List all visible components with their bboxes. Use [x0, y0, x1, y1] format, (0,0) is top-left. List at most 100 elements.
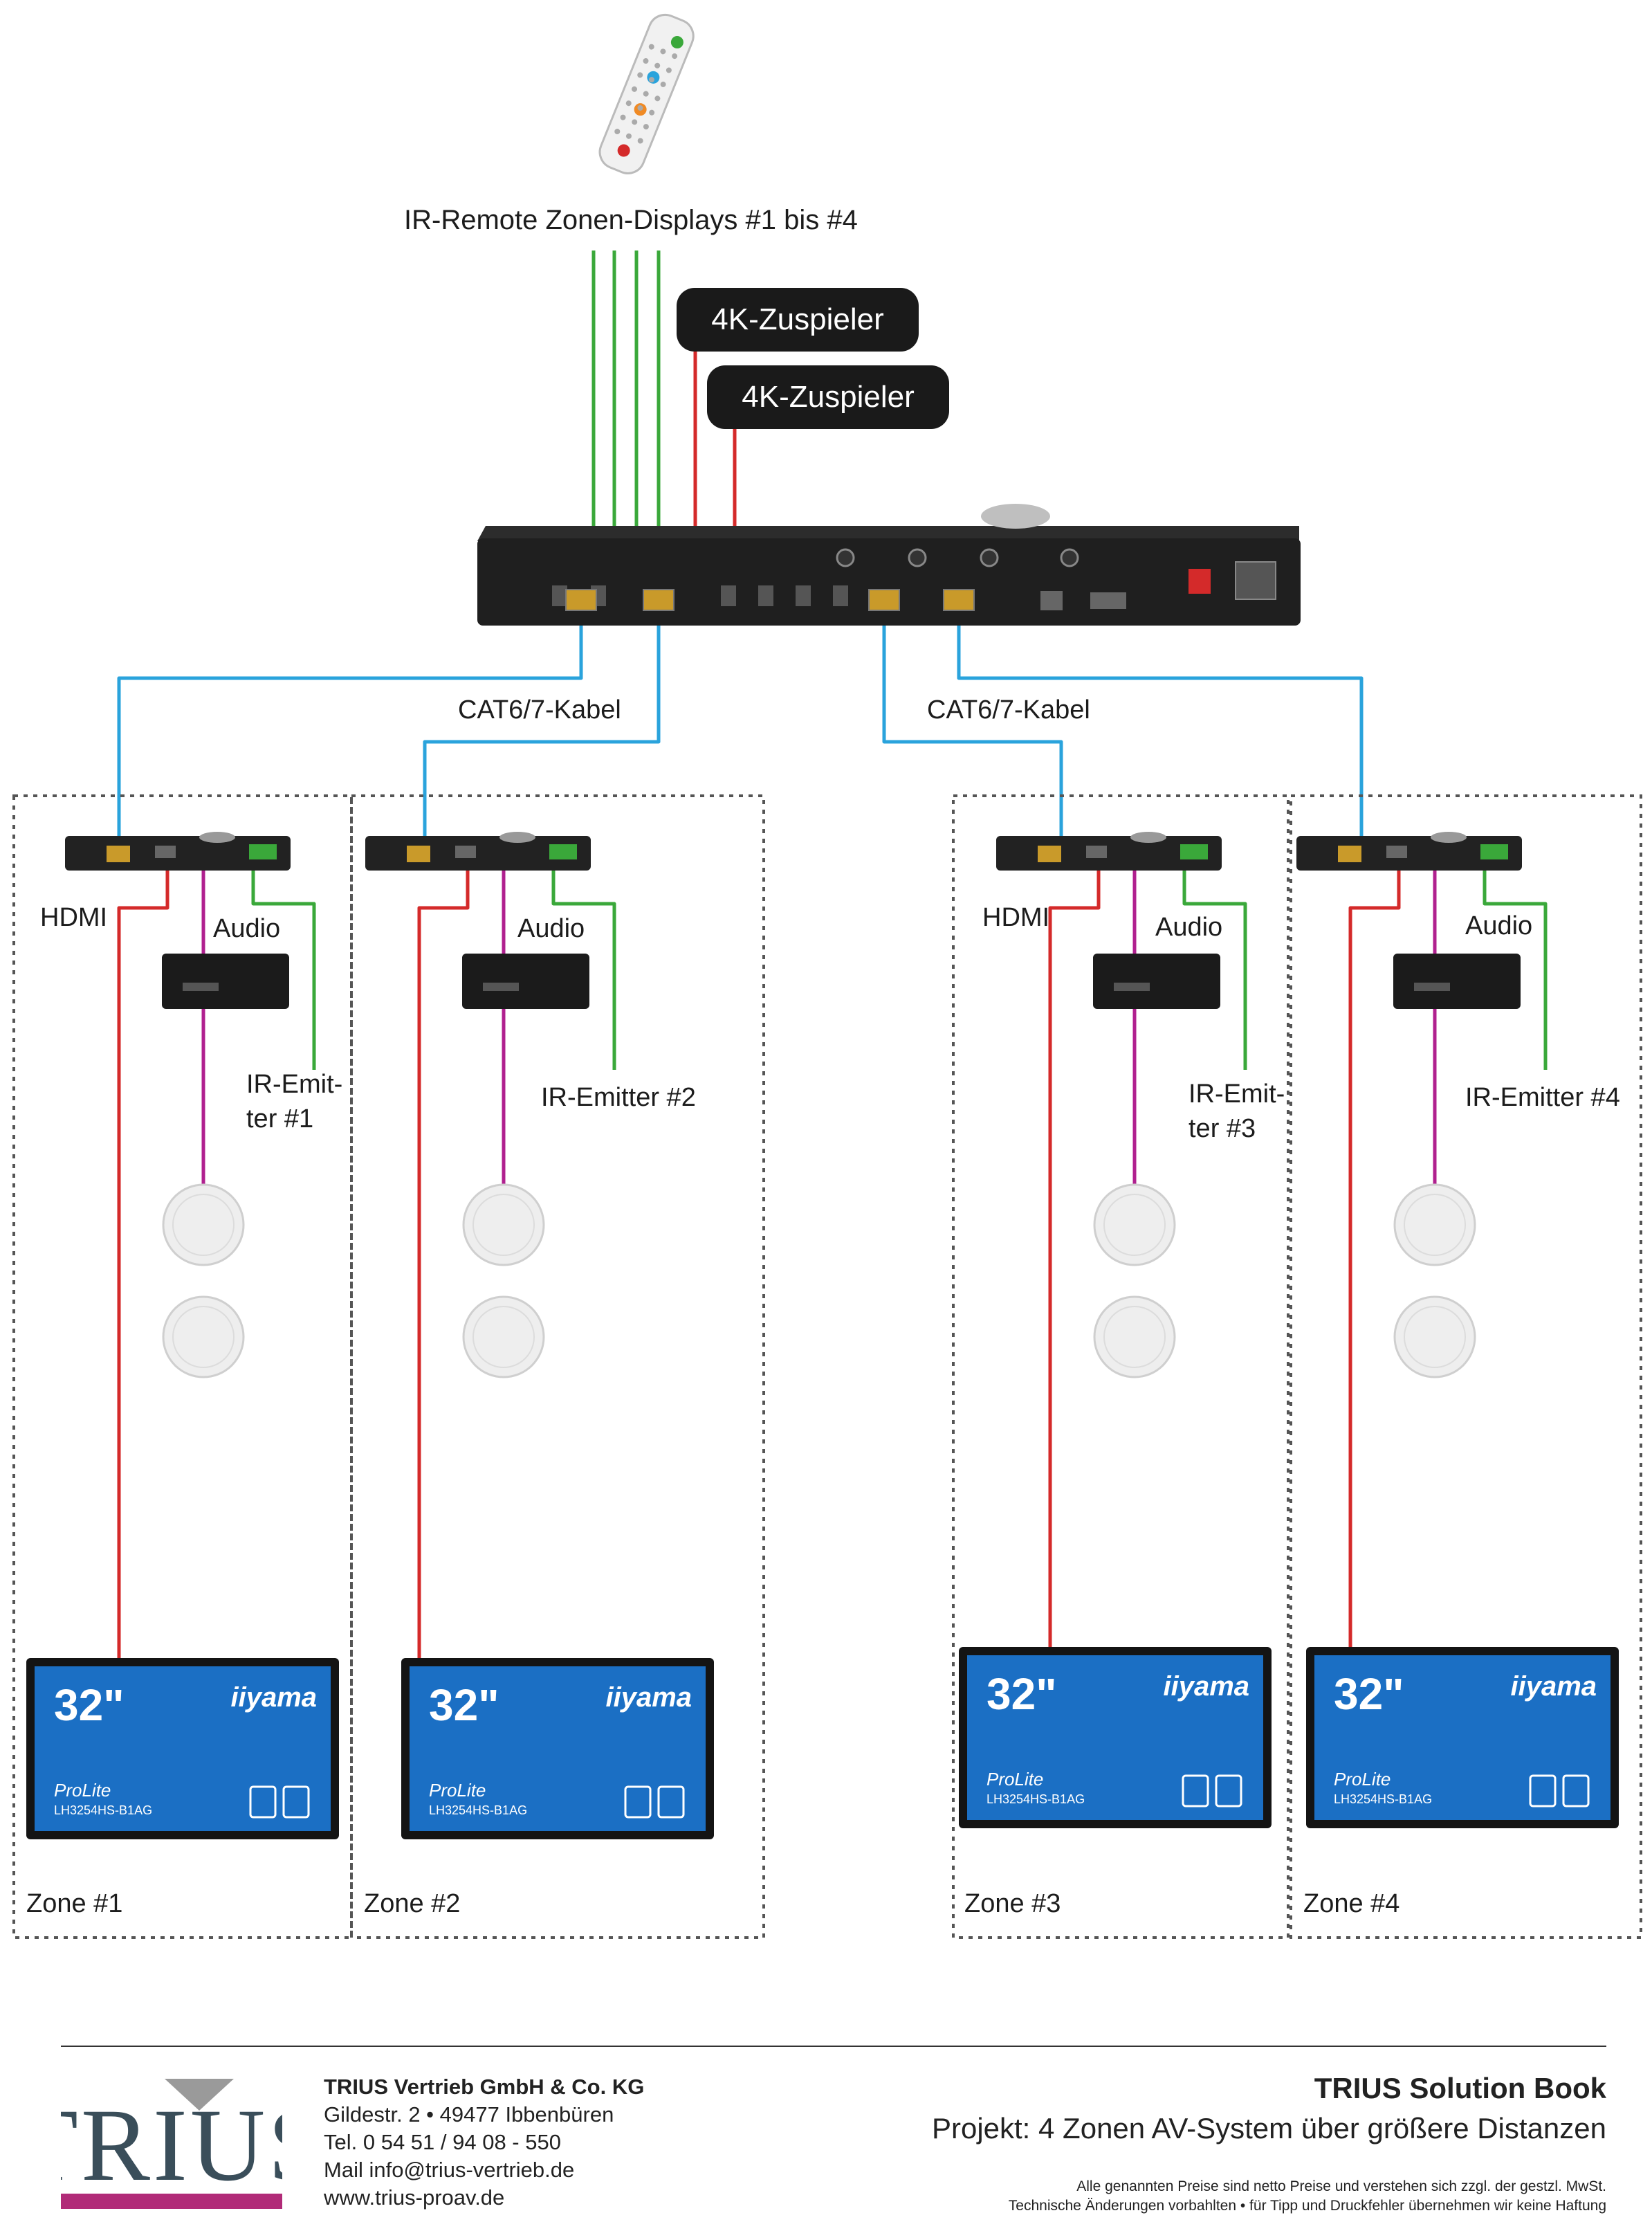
hdmi-line-zone-2 — [417, 866, 470, 1665]
remote-button-1 — [670, 36, 683, 49]
remote-key — [643, 124, 649, 130]
receiver-ir-port-icon — [549, 844, 577, 859]
remote-key — [625, 133, 632, 139]
hdmi-line-zone-4 — [1348, 866, 1401, 1654]
display-code-text: LH3254HS-B1AG — [1334, 1792, 1432, 1806]
coax-port-icon — [836, 548, 855, 567]
zone-3-audio-label: Audio — [1155, 913, 1223, 942]
amplifier-panel-icon — [1414, 983, 1450, 991]
speaker-grille — [172, 1306, 235, 1368]
matrix-top — [477, 526, 1299, 541]
zone-1-hdmi-label: HDMI — [40, 903, 108, 932]
cable-label-right: CAT6/7-Kabel — [927, 695, 1090, 725]
display-brand-text: iiyama — [1510, 1671, 1597, 1702]
zone-frame-3 — [952, 794, 1290, 1939]
display-brand-text: iiyama — [230, 1682, 317, 1713]
speaker-zone-3-2 — [1093, 1295, 1176, 1378]
display-code-text: LH3254HS-B1AG — [986, 1792, 1085, 1806]
display-code-text: LH3254HS-B1AG — [54, 1803, 152, 1817]
touch-badge-icon — [1562, 1774, 1590, 1807]
coax-port-icon — [980, 548, 999, 567]
company-address: Gildestr. 2 • 49477 Ibbenbüren — [324, 2102, 614, 2127]
remote-key — [672, 53, 678, 60]
hdmi-port-icon — [796, 585, 811, 606]
company-block: TRIUS Vertrieb GmbH & Co. KG Gildestr. 2… — [324, 2073, 644, 2212]
display-code-text: LH3254HS-B1AG — [429, 1803, 527, 1817]
display-size-text: 32" — [1334, 1669, 1404, 1719]
display-screen — [1314, 1655, 1610, 1820]
remote-key — [648, 77, 654, 83]
rs232-port-icon — [1090, 592, 1126, 609]
speaker-zone-4-1 — [1393, 1183, 1476, 1266]
zone-4-label: Zone #4 — [1303, 1889, 1400, 1918]
speaker-grille — [1404, 1194, 1466, 1256]
power-switch-icon — [1188, 569, 1211, 594]
matrix-switch — [477, 538, 1301, 626]
company-name: TRIUS Vertrieb GmbH & Co. KG — [324, 2075, 645, 2099]
amplifier-panel-icon — [483, 983, 519, 991]
speaker-grille — [472, 1306, 535, 1368]
fullhd-badge-icon — [1182, 1774, 1209, 1807]
fullhd-badge-icon — [624, 1785, 652, 1819]
display-screen — [410, 1666, 706, 1831]
remote-key — [625, 100, 632, 107]
source-1-badge: 4K-Zuspieler — [677, 288, 919, 352]
display-brand-text: iiyama — [1163, 1671, 1249, 1702]
wires — [117, 251, 1548, 1665]
amplifier-zone-1 — [162, 954, 289, 1009]
zone-3-label: Zone #3 — [964, 1889, 1061, 1918]
speaker-zone-2-1 — [462, 1183, 545, 1266]
receiver-rj45-icon — [1338, 846, 1361, 862]
receiver-hdmi-icon — [1386, 846, 1407, 858]
speaker-grille — [1103, 1194, 1166, 1256]
ir-line-zone-2 — [551, 866, 616, 1070]
book-title: TRIUS Solution Book — [1314, 2072, 1606, 2104]
amplifier-zone-2 — [462, 954, 589, 1009]
amplifier-zone-4 — [1393, 954, 1521, 1009]
receiver-logo — [499, 832, 535, 843]
touch-badge-icon — [1215, 1774, 1242, 1807]
coax-port-icon — [908, 548, 927, 567]
remote-key — [643, 91, 649, 97]
remote-key — [654, 95, 661, 102]
receiver-hdmi-icon — [455, 846, 476, 858]
speaker-zone-4-2 — [1393, 1295, 1476, 1378]
receiver-hdmi-icon — [155, 846, 176, 858]
display-model-text: ProLite — [429, 1780, 486, 1801]
logo-text: TRIUS — [61, 2088, 282, 2203]
source-2-badge: 4K-Zuspieler — [707, 365, 949, 429]
receiver-logo — [199, 832, 235, 843]
company-mail[interactable]: Mail info@trius-vertrieb.de — [324, 2158, 575, 2182]
display-model-text: ProLite — [1334, 1769, 1391, 1790]
receiver-ir-port-icon — [1480, 844, 1508, 859]
zone-1-audio-label: Audio — [213, 914, 281, 943]
remote-key — [632, 86, 638, 92]
remote-key — [649, 109, 655, 116]
display-size-text: 32" — [429, 1680, 499, 1730]
company-web[interactable]: www.trius-proav.de — [324, 2185, 505, 2210]
zone-2-ir-label: IR-Emitter #2 — [541, 1083, 696, 1112]
receiver-rj45-icon — [407, 846, 430, 862]
company-phone: Tel. 0 54 51 / 94 08 - 550 — [324, 2130, 561, 2154]
network-port-icon — [1040, 591, 1063, 610]
remote-key — [637, 138, 643, 144]
speaker-grille — [172, 1194, 235, 1256]
remote-key — [666, 67, 672, 73]
disclaimer-line-1: Alle genannten Preise sind netto Preise … — [1076, 2178, 1606, 2194]
touch-badge-icon — [657, 1785, 685, 1819]
remote-key — [643, 58, 649, 64]
coax-port-icon — [1060, 548, 1079, 567]
display-screen — [35, 1666, 331, 1831]
amplifier-panel-icon — [183, 983, 219, 991]
hdmi-line-zone-3 — [1048, 866, 1101, 1654]
rj45-port-1 — [565, 589, 597, 611]
hdmi-port-icon — [833, 585, 848, 606]
cat-cable-zone-3 — [882, 609, 1063, 837]
zone-4-ir-label: IR-Emitter #4 — [1465, 1083, 1620, 1112]
cat-cable-zone-4 — [957, 609, 1364, 837]
trius-logo: TRIUS — [61, 2079, 282, 2209]
cat-cable-zone-2 — [423, 609, 661, 837]
remote-key — [637, 104, 643, 111]
remote-key — [620, 114, 626, 120]
zone-4-audio-label: Audio — [1465, 911, 1533, 940]
